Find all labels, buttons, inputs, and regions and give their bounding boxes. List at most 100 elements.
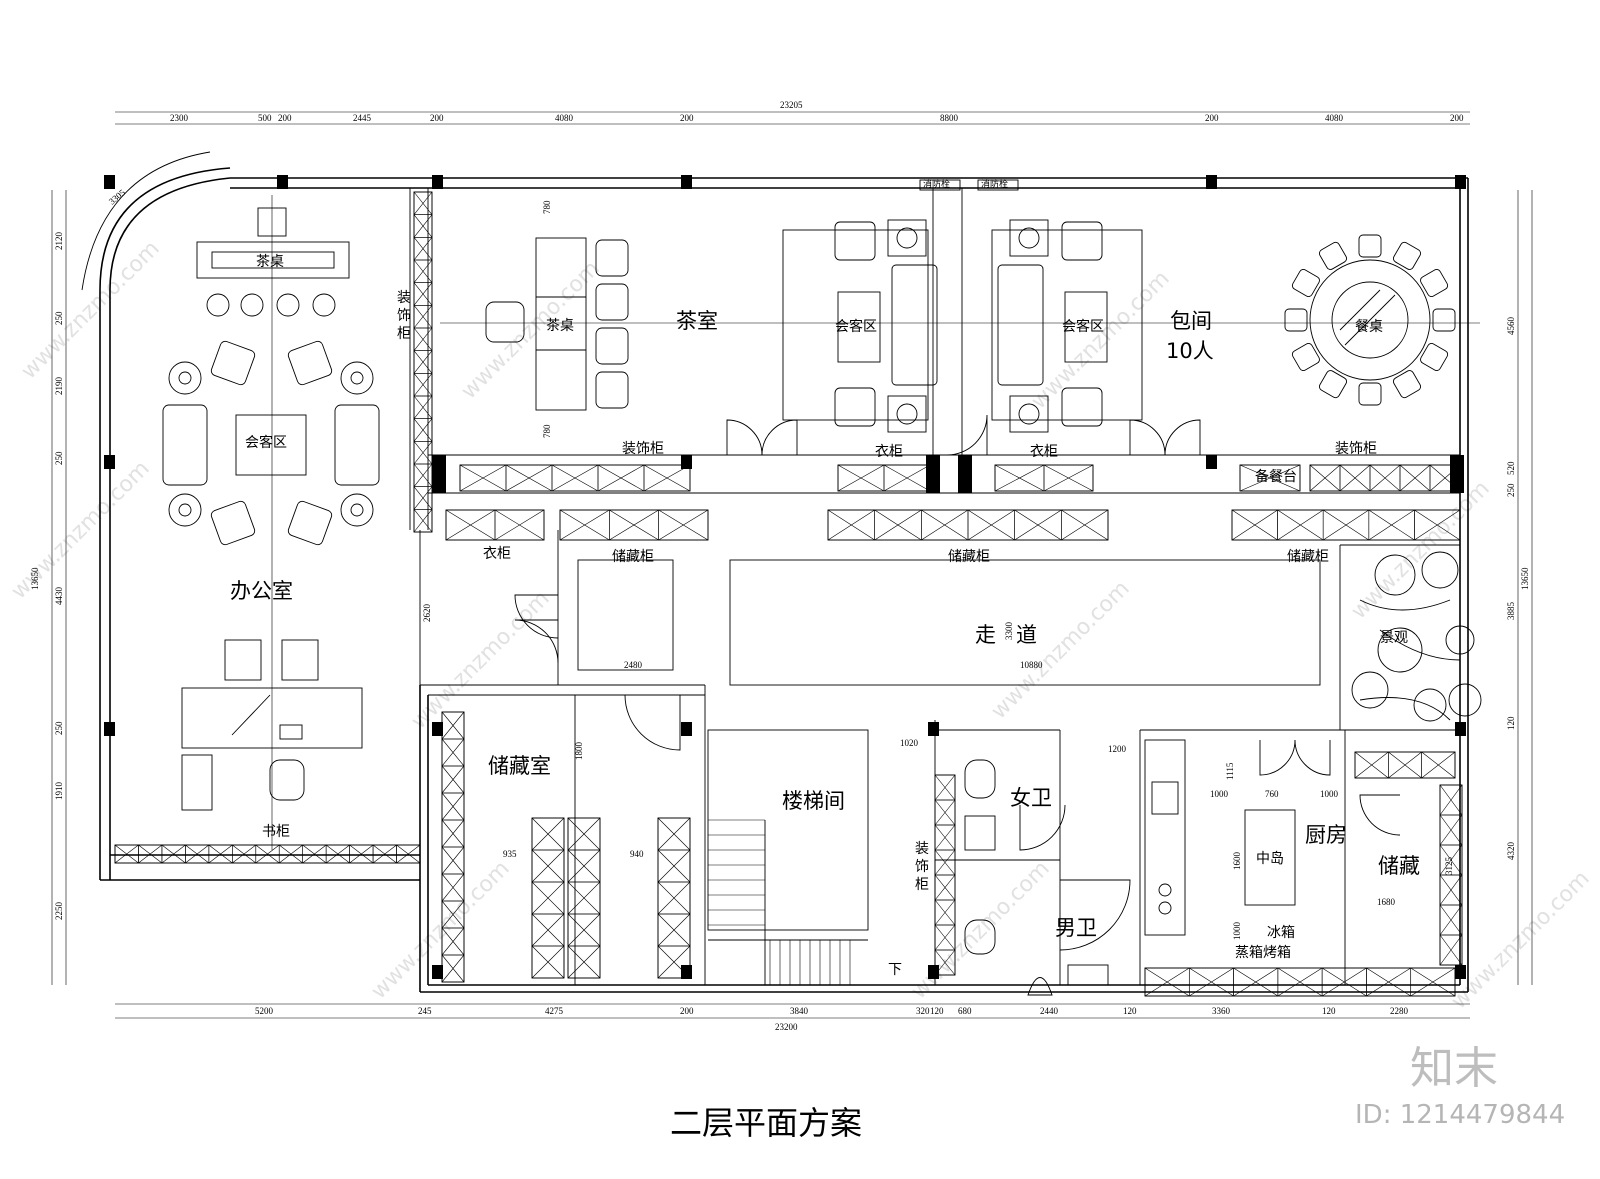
dim-left: 250 bbox=[54, 721, 64, 735]
office-reception-label: 会客区 bbox=[245, 434, 287, 451]
dim-inner: 1600 bbox=[1232, 852, 1242, 871]
storage-rack-3 bbox=[657, 817, 691, 979]
dim-bottom: 2280 bbox=[1390, 1006, 1409, 1016]
dining-chair bbox=[1392, 241, 1422, 270]
dim-inner: 1000 bbox=[1320, 789, 1339, 799]
dim-left: 1910 bbox=[54, 782, 64, 801]
dim-inner: 3125 bbox=[1444, 857, 1454, 876]
fridge-label: 冰箱 bbox=[1267, 925, 1295, 941]
bookcase bbox=[114, 844, 421, 864]
decor-cabinet-vertical-2: 装 饰 柜 bbox=[915, 841, 933, 893]
plan-title: 二层平面方案 bbox=[670, 1104, 862, 1142]
dim-left: 4430 bbox=[54, 587, 64, 606]
steam-oven-label: 蒸箱烤箱 bbox=[1235, 945, 1291, 961]
structural-columns bbox=[104, 175, 1466, 979]
room-office: 办公室 bbox=[230, 579, 293, 603]
dim-left: 2120 bbox=[54, 232, 64, 251]
bookcase-label: 书柜 bbox=[262, 824, 290, 840]
dim-left: 250 bbox=[54, 451, 64, 465]
reception-furniture: 会客区 会客区 消防栓 消防栓 bbox=[782, 178, 1143, 433]
tearoom-tea-table-label: 茶桌 bbox=[546, 318, 574, 334]
dim-inner: 1020 bbox=[900, 738, 919, 748]
dim-bottom: 680 bbox=[958, 1006, 972, 1016]
storage-cabinet-label-2: 储藏柜 bbox=[948, 549, 990, 565]
storage-cabinet-label-1: 储藏柜 bbox=[612, 549, 654, 565]
dim-inner: 1680 bbox=[1377, 897, 1396, 907]
room-labels: 办公室 茶室 包间 10人 走 道 储藏室 楼梯间 女卫 男卫 厨房 储藏 bbox=[230, 309, 1420, 940]
dim-inner: 1000 bbox=[1210, 789, 1229, 799]
stairs-down-label: 下 bbox=[888, 962, 902, 978]
dim-inner: 1000 bbox=[1232, 922, 1242, 941]
storage-top-cabinet bbox=[1354, 751, 1456, 779]
landscape-planting bbox=[1351, 551, 1482, 722]
storage-cabinet-3 bbox=[1231, 509, 1461, 541]
fixture-labels: 装饰柜 衣柜 衣柜 装饰柜 备餐台 衣柜 储藏柜 储藏柜 储藏柜 书柜 景观 冰… bbox=[262, 290, 1408, 961]
dim-right-total: 13650 bbox=[1520, 567, 1530, 590]
dim-inner: 780 bbox=[542, 424, 552, 438]
storage-rack-2 bbox=[567, 817, 601, 979]
dim-bottom: 2440 bbox=[1040, 1006, 1059, 1016]
dim-bottom: 5200 bbox=[255, 1006, 274, 1016]
serving-station bbox=[1239, 464, 1301, 492]
dim-inner: 1800 bbox=[574, 742, 584, 761]
dining-furniture: 餐桌 bbox=[1284, 234, 1456, 406]
dimension-lines bbox=[51, 111, 1533, 1019]
hydrant-label-2: 消防栓 bbox=[981, 178, 1008, 189]
decor-cabinet-label-tearoom: 装饰柜 bbox=[622, 441, 664, 457]
dim-top: 4080 bbox=[555, 113, 574, 123]
dim-right: 120 bbox=[1506, 716, 1516, 730]
exterior-walls bbox=[81, 151, 1469, 993]
watermark-text: www.znzmo.com bbox=[457, 256, 605, 404]
tearoom-furniture: 茶桌 bbox=[440, 237, 1480, 411]
doors bbox=[514, 414, 1401, 951]
room-womens-wc: 女卫 bbox=[1010, 786, 1052, 810]
watermark-text: www.znzmo.com bbox=[367, 856, 515, 1004]
dining-chair bbox=[1358, 234, 1382, 258]
decor-char: 柜 bbox=[397, 326, 411, 342]
dim-top: 200 bbox=[1450, 113, 1464, 123]
dim-inner: 2620 bbox=[422, 604, 432, 623]
dining-chair bbox=[1420, 342, 1449, 372]
dining-chair bbox=[1318, 370, 1348, 399]
dim-left-total: 13650 bbox=[30, 567, 40, 590]
watermark-layer: www.znzmo.com www.znzmo.com www.znzmo.co… bbox=[7, 236, 1595, 1014]
dim-bottom: 245 bbox=[418, 1006, 432, 1016]
storage-cabinet-label-3: 储藏柜 bbox=[1287, 549, 1329, 565]
decor-char: 饰 bbox=[397, 308, 411, 324]
dining-chair bbox=[1284, 308, 1308, 332]
room-storage-room: 储藏室 bbox=[488, 754, 551, 778]
kitchen-base-cabinet bbox=[1144, 967, 1456, 997]
wardrobe-reception-1 bbox=[837, 464, 931, 492]
dim-top: 8800 bbox=[940, 113, 959, 123]
watermark-id: ID: 1214479844 bbox=[1355, 1100, 1565, 1130]
dim-inner: 760 bbox=[1265, 789, 1279, 799]
dim-bottom: 120 bbox=[1123, 1006, 1137, 1016]
dim-inner: 1115 bbox=[1225, 762, 1235, 780]
reception-label-1: 会客区 bbox=[835, 318, 877, 335]
hydrant-label-1: 消防栓 bbox=[923, 178, 950, 189]
storage-cabinet-1 bbox=[559, 509, 709, 541]
storage-rack-1 bbox=[531, 817, 565, 979]
room-stairwell: 楼梯间 bbox=[782, 789, 845, 813]
wardrobe-office bbox=[445, 509, 545, 541]
office-tea-table-label: 茶桌 bbox=[256, 254, 284, 270]
room-private-dining-capacity: 10人 bbox=[1166, 339, 1214, 363]
dim-top: 4080 bbox=[1325, 113, 1344, 123]
interior-walls bbox=[409, 188, 1460, 985]
dim-bottom: 3840 bbox=[790, 1006, 809, 1016]
dim-right: 3885 bbox=[1506, 602, 1516, 621]
watermark-text: www.znzmo.com bbox=[17, 236, 165, 384]
room-mens-wc: 男卫 bbox=[1055, 916, 1097, 940]
dim-right: 250 bbox=[1506, 483, 1516, 497]
dim-left: 2190 bbox=[54, 377, 64, 396]
room-storage: 储藏 bbox=[1378, 854, 1420, 878]
dim-top: 200 bbox=[680, 113, 694, 123]
landscape-label: 景观 bbox=[1380, 630, 1408, 646]
dining-chair bbox=[1318, 241, 1348, 270]
office-furniture: 茶桌 会客区 bbox=[162, 195, 380, 850]
serving-station-label: 备餐台 bbox=[1255, 468, 1297, 485]
decor-cabinet-wc bbox=[934, 774, 956, 976]
dim-inner: 3300 bbox=[1004, 622, 1014, 641]
dim-bottom: 3360 bbox=[1212, 1006, 1231, 1016]
